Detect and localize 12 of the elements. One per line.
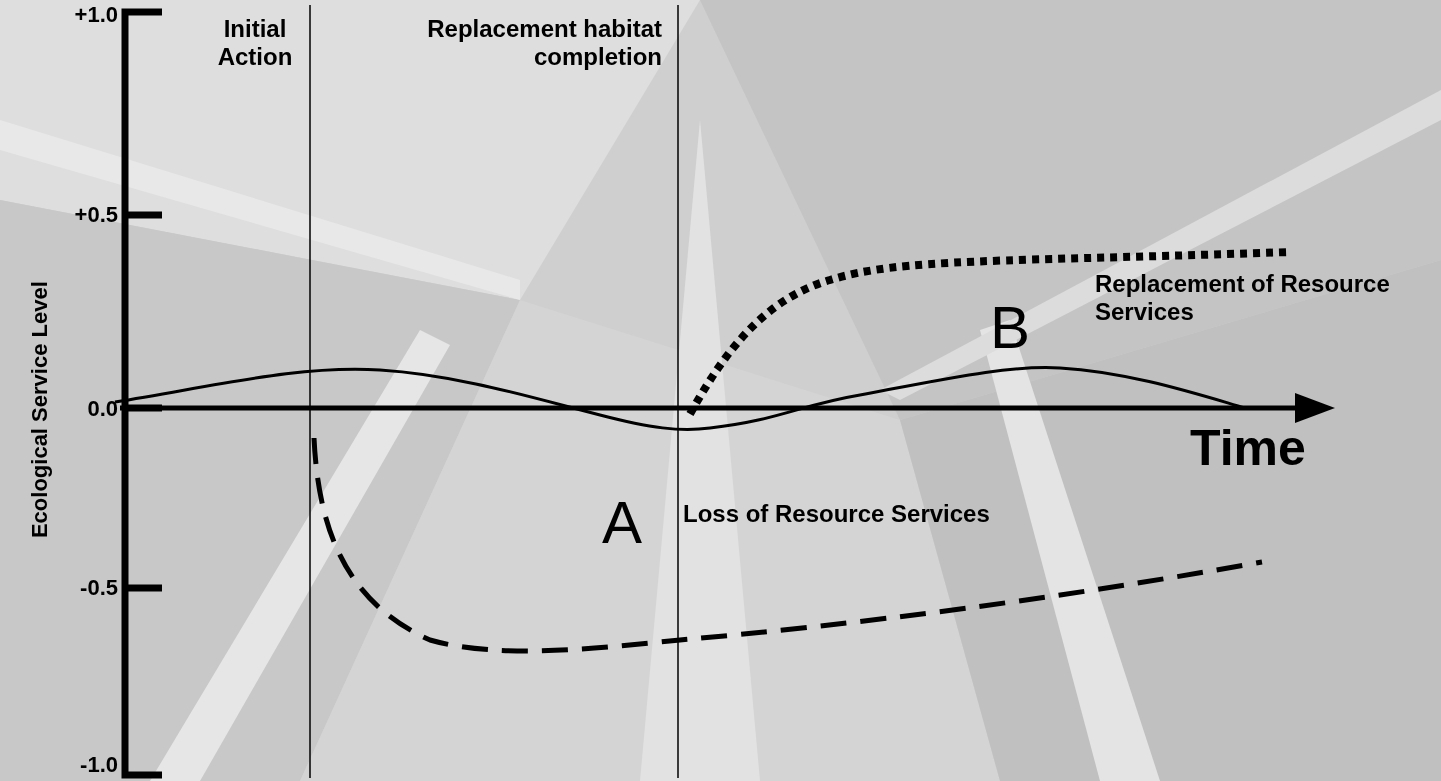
tick-label: +1.0 xyxy=(73,2,118,28)
area-label: Replacement of Resource Services xyxy=(1095,270,1391,326)
tick-label: +0.5 xyxy=(73,202,118,228)
area-label: Loss of Resource Services xyxy=(683,500,991,528)
area-letter: B xyxy=(989,293,1031,362)
phase-label: Replacement habitat completion xyxy=(426,15,662,71)
tick-label: -0.5 xyxy=(79,575,118,601)
tick-label: -1.0 xyxy=(79,752,118,778)
axis-title: Ecological Service Level xyxy=(27,280,53,541)
phase-label: Initial Action xyxy=(216,15,294,71)
axis-title: Time xyxy=(1190,420,1307,478)
area-letter: A xyxy=(601,488,643,557)
